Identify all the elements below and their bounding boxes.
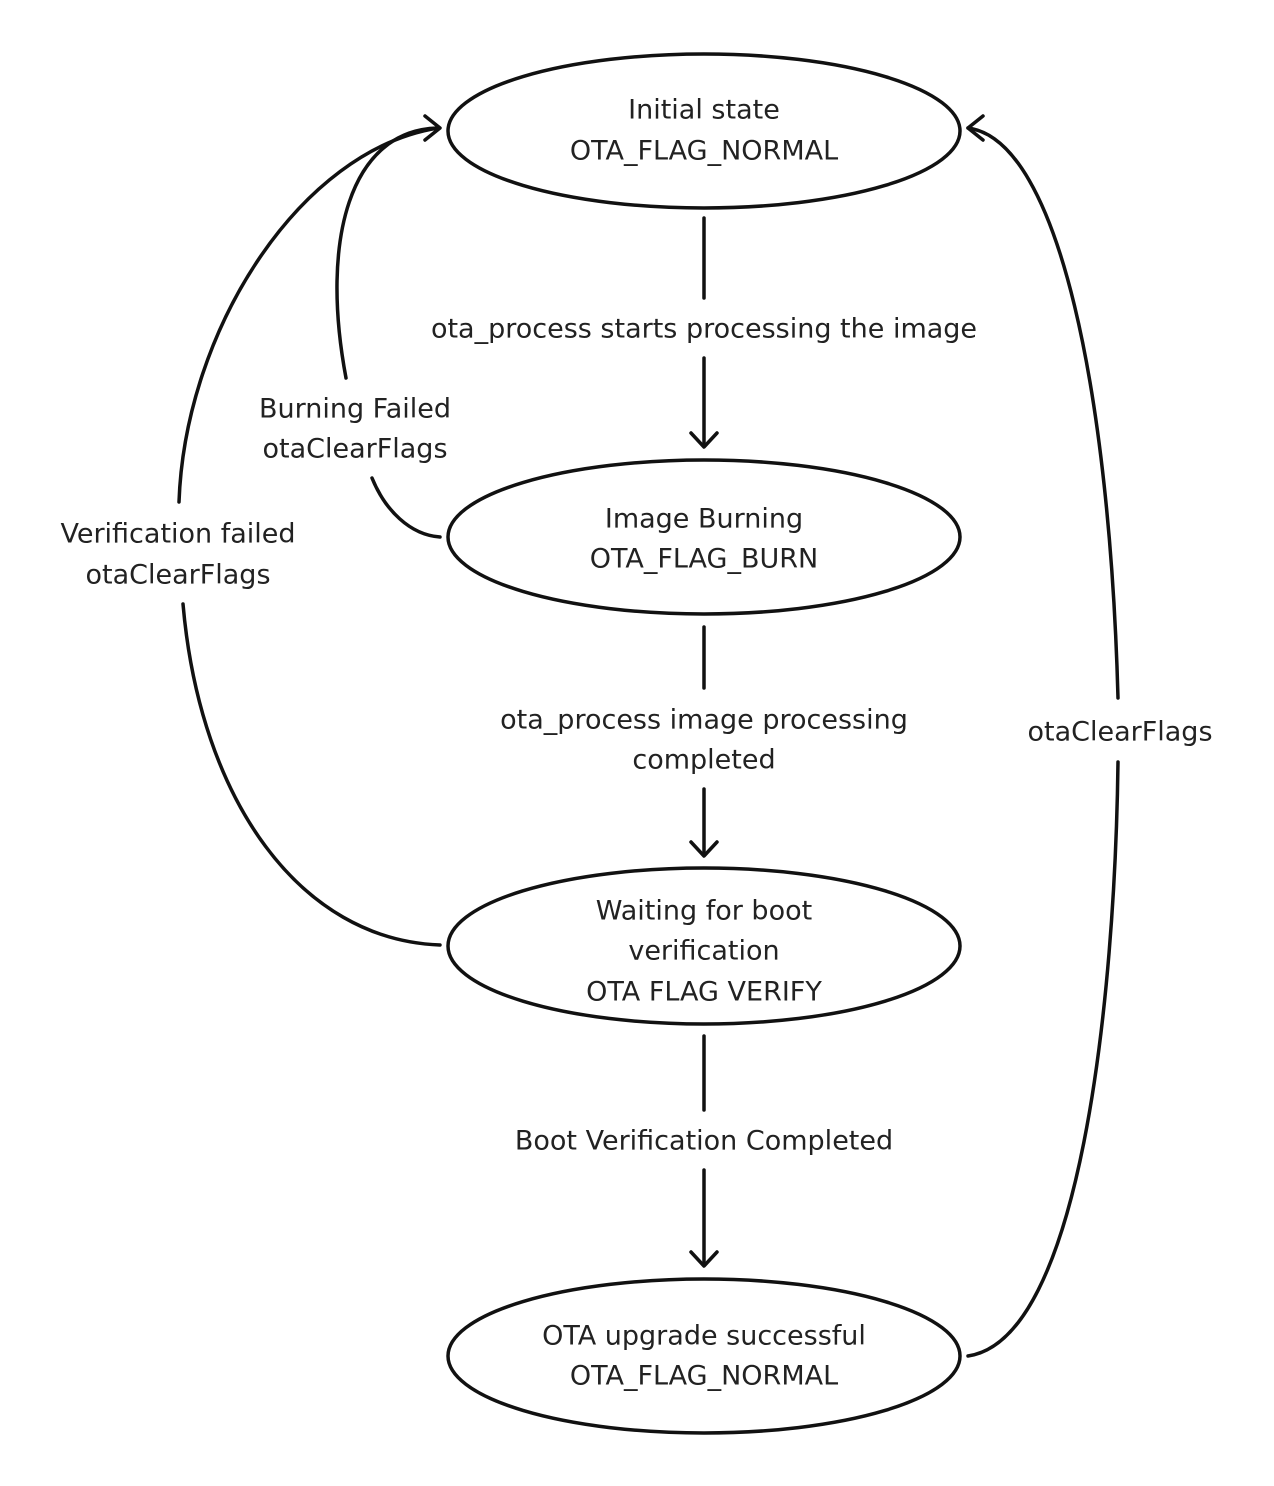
edge-verification-failed-label-line1: Verification failed — [60, 519, 295, 550]
state-success: OTA upgrade successful OTA_FLAG_NORMAL — [446, 1277, 962, 1435]
edge-return-initial-left-arrowhead — [423, 114, 442, 142]
state-waiting-verification: Waiting for boot verification OTA FLAG V… — [446, 866, 962, 1026]
edge-verification-failed: Verification failed otaClearFlags — [60, 114, 442, 947]
state-burning-shape — [446, 458, 962, 616]
edge-boot-verification-label: Boot Verification Completed — [515, 1126, 893, 1157]
state-initial: Initial state OTA_FLAG_NORMAL — [446, 52, 962, 210]
edge-burning-failed-curve-top — [335, 126, 440, 380]
edge-clear-flags-curve-bottom — [966, 760, 1120, 1358]
state-initial-title: Initial state — [628, 95, 780, 126]
state-burning: Image Burning OTA_FLAG_BURN — [446, 458, 962, 616]
edge-verification-failed-curve-bottom — [181, 602, 442, 947]
edge-clear-flags: otaClearFlags — [966, 114, 1213, 1358]
edge-start-processing-arrowhead — [689, 431, 719, 449]
edge-processing-completed: ota_process image processing completed — [500, 625, 908, 858]
edge-boot-verification-arrowhead — [689, 1250, 719, 1268]
edge-processing-completed-arrowhead — [689, 840, 719, 858]
state-initial-flag: OTA_FLAG_NORMAL — [570, 136, 838, 167]
state-waiting-shape — [446, 866, 962, 1026]
edge-start-processing: ota_process starts processing the image — [431, 216, 977, 449]
edge-burning-failed-curve-bottom — [370, 476, 442, 539]
edge-burning-failed: Burning Failed otaClearFlags — [259, 126, 451, 539]
state-waiting-title-line2: verification — [628, 936, 779, 967]
edge-processing-completed-label-line1: ota_process image processing — [500, 705, 908, 736]
state-initial-shape — [446, 52, 962, 210]
edge-clear-flags-label: otaClearFlags — [1027, 717, 1212, 748]
state-burning-flag: OTA_FLAG_BURN — [590, 544, 818, 575]
edge-burning-failed-label-line2: otaClearFlags — [262, 434, 447, 465]
edge-return-initial-right-arrowhead — [966, 114, 985, 142]
edge-burning-failed-label-line1: Burning Failed — [259, 394, 451, 425]
state-success-flag: OTA_FLAG_NORMAL — [570, 1361, 838, 1392]
edge-verification-failed-label-line2: otaClearFlags — [85, 560, 270, 591]
edge-verification-failed-curve-top — [177, 126, 440, 504]
edge-processing-completed-label-line2: completed — [632, 745, 775, 776]
state-success-title: OTA upgrade successful — [542, 1321, 866, 1352]
state-waiting-flag: OTA FLAG VERIFY — [586, 977, 822, 1008]
edge-boot-verification: Boot Verification Completed — [515, 1034, 893, 1268]
edge-start-processing-label: ota_process starts processing the image — [431, 314, 977, 345]
state-waiting-title-line1: Waiting for boot — [596, 896, 812, 927]
state-success-shape — [446, 1277, 962, 1435]
state-burning-title: Image Burning — [605, 504, 803, 535]
edge-clear-flags-curve-top — [966, 126, 1120, 700]
